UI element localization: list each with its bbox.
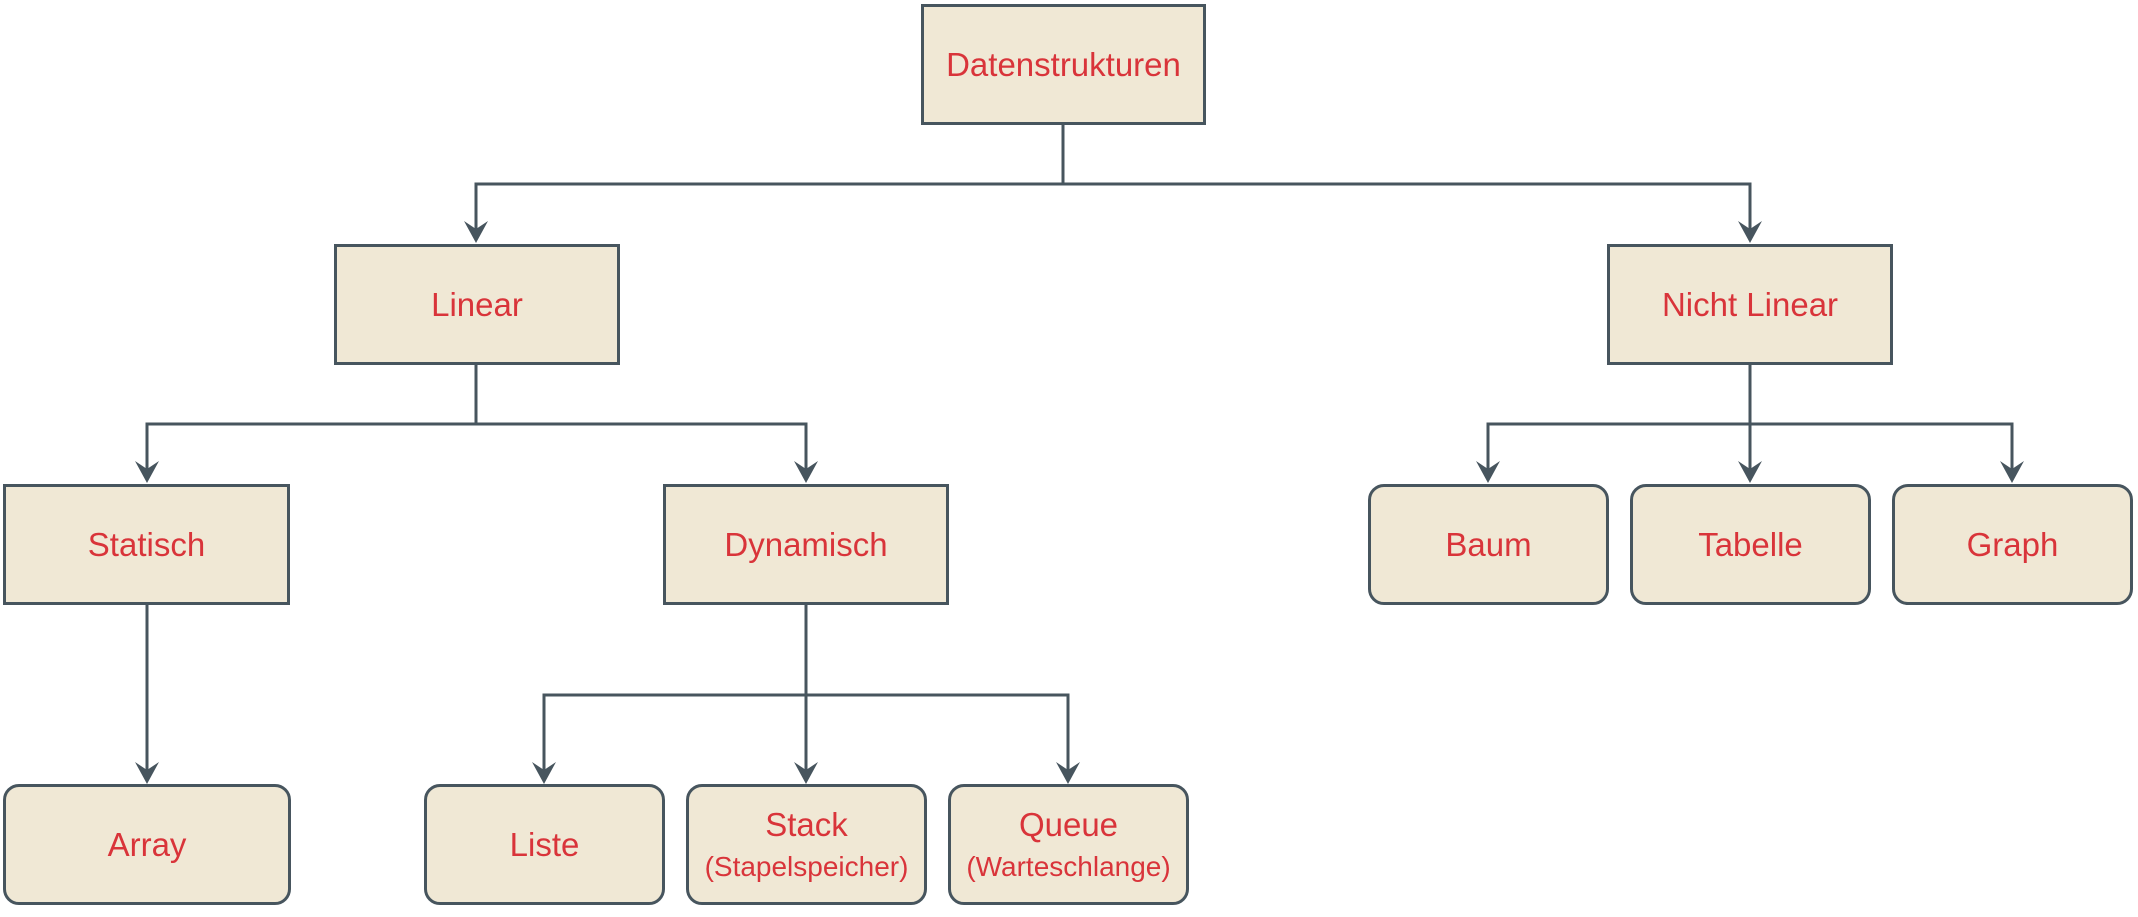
edge-dynamic-to-list bbox=[542, 604, 808, 771]
arrowhead-dynamic bbox=[794, 461, 818, 483]
node-nicht-linear: Nicht Linear bbox=[1607, 244, 1893, 365]
node-array-label: Array bbox=[107, 825, 187, 863]
node-array: Array bbox=[3, 784, 291, 905]
edge-linear-to-dynamic bbox=[476, 422, 808, 470]
node-dynamisch-label: Dynamisch bbox=[724, 525, 888, 563]
node-queue-label: Queue bbox=[1018, 805, 1119, 843]
edge-root-to-linear bbox=[474, 124, 1065, 230]
node-tabelle-label: Tabelle bbox=[1698, 525, 1803, 563]
node-datenstrukturen-label: Datenstrukturen bbox=[946, 45, 1181, 83]
node-queue: Queue (Warteschlange) bbox=[948, 784, 1189, 905]
node-queue-sublabel: (Warteschlange) bbox=[966, 850, 1171, 882]
edge-dynamic-to-queue bbox=[806, 693, 1070, 771]
arrowhead-list bbox=[532, 762, 556, 784]
node-linear-label: Linear bbox=[431, 285, 523, 323]
arrowhead-array bbox=[135, 762, 159, 784]
node-baum: Baum bbox=[1368, 484, 1609, 605]
arrowhead-nonlinear bbox=[1738, 221, 1762, 243]
arrowhead-linear bbox=[464, 221, 488, 243]
node-tabelle: Tabelle bbox=[1630, 484, 1871, 605]
node-stack-sublabel: (Stapelspeicher) bbox=[704, 850, 909, 882]
node-liste-label: Liste bbox=[509, 825, 580, 863]
edge-root-to-nonlinear bbox=[1063, 182, 1752, 230]
arrowhead-queue bbox=[1056, 762, 1080, 784]
arrowhead-stack bbox=[794, 762, 818, 784]
arrowhead-static bbox=[135, 461, 159, 483]
node-graph: Graph bbox=[1892, 484, 2133, 605]
node-statisch-label: Statisch bbox=[87, 525, 206, 563]
node-nicht-linear-label: Nicht Linear bbox=[1661, 285, 1839, 323]
edge-nonlinear-to-graph bbox=[1750, 422, 2014, 470]
node-baum-label: Baum bbox=[1445, 525, 1532, 563]
arrowhead-graph bbox=[2000, 461, 2024, 483]
arrowhead-tree bbox=[1476, 461, 1500, 483]
node-statisch: Statisch bbox=[3, 484, 290, 605]
arrowhead-table bbox=[1738, 461, 1762, 483]
node-graph-label: Graph bbox=[1966, 525, 2059, 563]
node-datenstrukturen: Datenstrukturen bbox=[921, 4, 1206, 125]
node-stack: Stack (Stapelspeicher) bbox=[686, 784, 927, 905]
node-linear: Linear bbox=[334, 244, 620, 365]
node-dynamisch: Dynamisch bbox=[663, 484, 949, 605]
edge-linear-to-static bbox=[145, 364, 478, 470]
edge-nonlinear-to-tree bbox=[1486, 364, 1752, 470]
node-liste: Liste bbox=[424, 784, 665, 905]
node-stack-label: Stack bbox=[765, 805, 848, 843]
